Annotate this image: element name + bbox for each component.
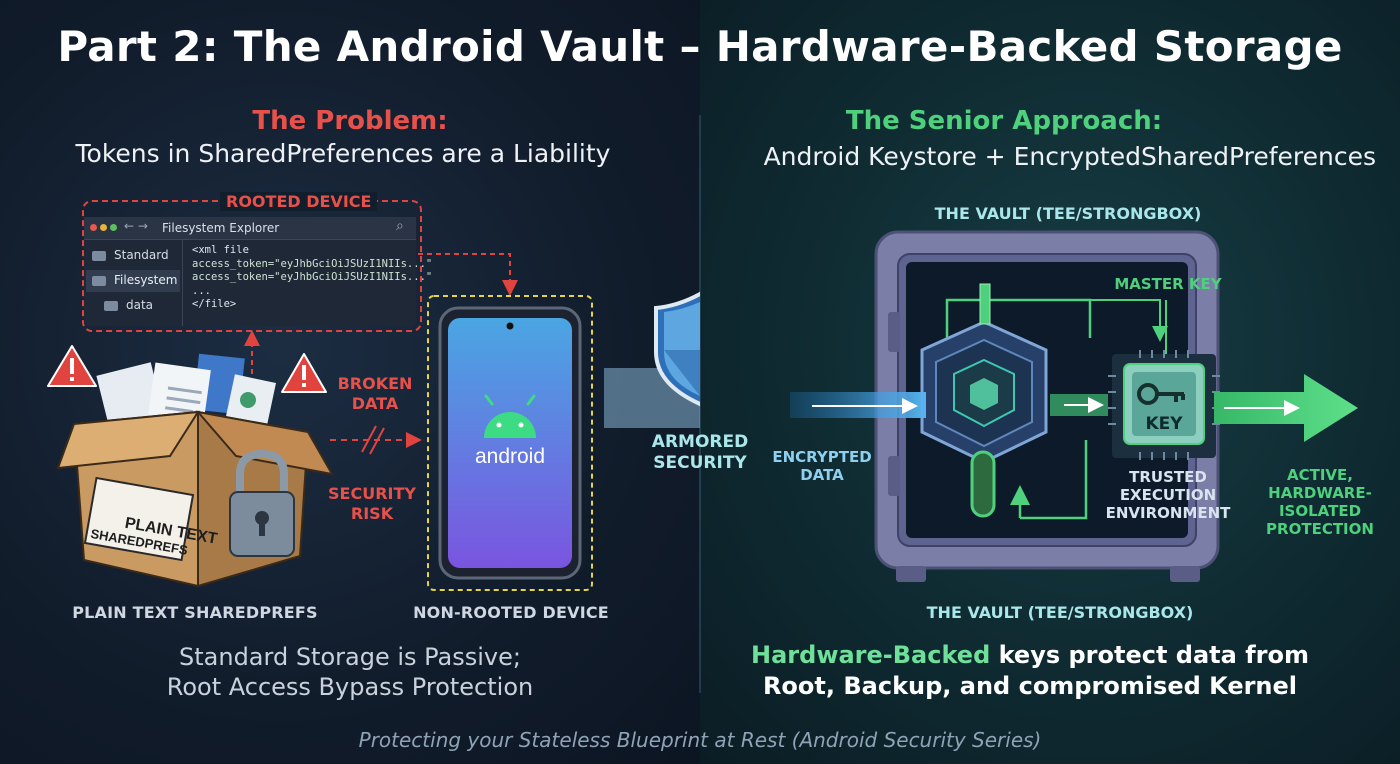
label-line: ARMORED bbox=[651, 432, 749, 452]
sidebar-item-label: Filesystem bbox=[114, 273, 178, 287]
search-icon: ⌕ bbox=[396, 218, 404, 234]
label-line: ENVIRONMENT bbox=[1105, 504, 1231, 522]
code-line: ... bbox=[192, 284, 211, 297]
panel-divider bbox=[699, 115, 701, 693]
problem-subheading: Tokens in SharedPreferences are a Liabil… bbox=[75, 139, 611, 168]
label-line: BROKEN bbox=[337, 374, 413, 393]
conclusion-highlight: Hardware-Backed bbox=[751, 641, 991, 669]
problem-heading: The Problem: bbox=[252, 106, 448, 136]
label-line: TRUSTED bbox=[1129, 468, 1207, 486]
conclusion-rest: keys protect data from bbox=[990, 641, 1309, 669]
sidebar-item-label: Standard bbox=[114, 248, 169, 262]
padlock-icon bbox=[229, 449, 295, 557]
conclusion-line: Root Access Bypass Protection bbox=[166, 673, 534, 701]
rooted-to-phone-arrow bbox=[418, 253, 518, 296]
sidebar-item-data: data bbox=[104, 298, 153, 312]
label-line: ENCRYPTED bbox=[772, 448, 872, 466]
android-phone-icon bbox=[438, 306, 582, 580]
sidebar-item-filesystem: Filesystem bbox=[92, 273, 177, 287]
folder-icon bbox=[104, 300, 118, 311]
right-conclusion: Hardware-Backed keys protect data from R… bbox=[700, 640, 1360, 702]
folder-icon bbox=[92, 275, 106, 286]
vault-top-label: THE VAULT (TEE/STRONGBOX) bbox=[934, 204, 1202, 223]
label-line: SECURITY bbox=[328, 484, 416, 503]
key-chip-label: KEY bbox=[1145, 414, 1183, 434]
left-conclusion: Standard Storage is Passive; Root Access… bbox=[0, 642, 700, 702]
nav-arrows-icon: ← → bbox=[124, 219, 148, 233]
explorer-title-bar: ← → Filesystem Explorer ⌕ bbox=[84, 217, 416, 240]
label-line: ISOLATED bbox=[1278, 502, 1362, 520]
sidebar-selection bbox=[86, 270, 180, 292]
conclusion-line: Root, Backup, and compromised Kernel bbox=[762, 672, 1298, 700]
left-illustration: PLAIN TEXT SHAREDPREFS android bbox=[47, 253, 700, 591]
warning-icon bbox=[47, 345, 97, 387]
broken-link-icon bbox=[361, 425, 385, 455]
box-caption: PLAIN TEXT SHAREDPREFS bbox=[72, 603, 318, 622]
folder-icon bbox=[92, 250, 106, 261]
android-wordmark: android bbox=[475, 445, 545, 468]
explorer-window-title: Filesystem Explorer bbox=[162, 221, 280, 235]
footer-caption: Protecting your Stateless Blueprint at R… bbox=[358, 728, 1042, 752]
shield-icon bbox=[654, 291, 700, 407]
sidebar-item-standard: Standard bbox=[92, 248, 169, 262]
window-maximize-dot-icon bbox=[110, 224, 117, 231]
code-line: access_token="eyJhbGciOiJSUzI1NIIs..." bbox=[192, 257, 433, 270]
master-key-label: MASTER KEY bbox=[1114, 275, 1222, 293]
label-line: DATA bbox=[351, 394, 399, 413]
vault-illustration bbox=[790, 230, 1358, 582]
window-minimize-dot-icon bbox=[100, 224, 107, 231]
key-chip-icon bbox=[1112, 354, 1216, 458]
label-line: ACTIVE, bbox=[1287, 466, 1353, 484]
label-line: HARDWARE- bbox=[1268, 484, 1372, 502]
return-path bbox=[1020, 440, 1088, 520]
senior-approach-heading: The Senior Approach: bbox=[845, 106, 1163, 136]
conclusion-line: Standard Storage is Passive; bbox=[179, 643, 521, 671]
window-close-dot-icon bbox=[90, 224, 97, 231]
encryption-core-icon bbox=[920, 283, 1048, 518]
non-rooted-frame bbox=[427, 295, 593, 591]
phone-caption: NON-ROOTED DEVICE bbox=[413, 603, 609, 622]
code-line: </file> bbox=[192, 298, 237, 310]
rooted-device-label: ROOTED DEVICE bbox=[220, 192, 378, 211]
warning-icon bbox=[281, 353, 327, 393]
code-line: access_token="eyJhbGciOiJSUzI1NIIs..." bbox=[192, 271, 433, 283]
label-line: PROTECTION bbox=[1266, 520, 1374, 538]
explorer-sidebar: Standard Filesystem data bbox=[84, 240, 183, 326]
label-line: DATA bbox=[800, 466, 844, 484]
senior-approach-subheading: Android Keystore + EncryptedSharedPrefer… bbox=[763, 142, 1376, 171]
label-line: RISK bbox=[350, 504, 394, 523]
page-title: Part 2: The Android Vault – Hardware-Bac… bbox=[57, 22, 1343, 71]
android-robot-icon bbox=[484, 394, 536, 438]
conclusion-line: Hardware-Backed keys protect data from bbox=[700, 640, 1360, 671]
code-line: <xml file bbox=[192, 244, 249, 256]
sidebar-item-label: data bbox=[126, 298, 154, 312]
chip-pins bbox=[1108, 350, 1220, 460]
vault-bottom-label: THE VAULT (TEE/STRONGBOX) bbox=[926, 603, 1194, 622]
label-line: EXECUTION bbox=[1119, 486, 1217, 504]
label-line: SECURITY bbox=[653, 453, 747, 473]
xml-content: <xml file access_token="eyJhbGciOiJSUzI1… bbox=[192, 244, 432, 312]
